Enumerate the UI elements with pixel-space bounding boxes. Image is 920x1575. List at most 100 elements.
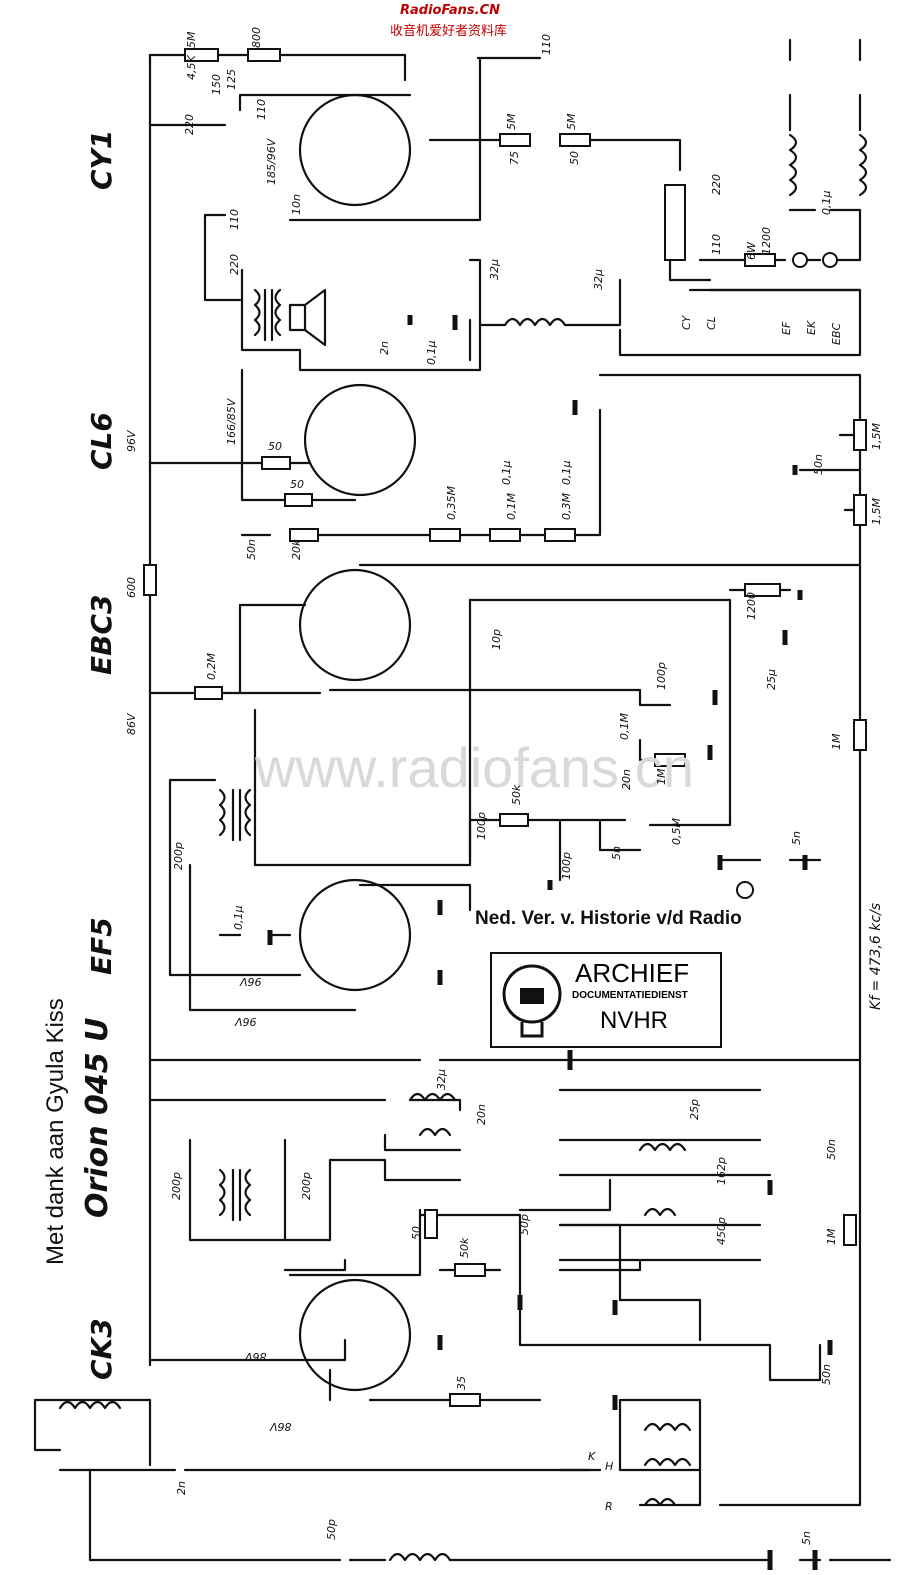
label-162p: 162p: [715, 1157, 728, 1185]
sw-wire: [428, 138, 682, 172]
if2-box: [188, 1138, 462, 1242]
label-5n-b: 5n: [790, 831, 803, 845]
ck3-anode: [283, 1138, 347, 1272]
label-0-1u: 0,1µ: [425, 340, 438, 366]
label-50p-a: 50p: [518, 1214, 531, 1235]
label-kf: Kf = 473,6 kc/s: [868, 902, 884, 1010]
label-supply-ef: EF: [780, 321, 793, 335]
feed-right: [598, 373, 862, 1487]
label-01u-a: 0,1µ: [500, 460, 513, 486]
label-32u-a: 32µ: [488, 259, 501, 280]
pilot-lamp-2: [822, 252, 838, 268]
label-03m: 0,3M: [560, 493, 573, 520]
label-1m-b: 1M: [830, 733, 843, 751]
label-50k: 50k: [510, 784, 523, 805]
tube-label-ck3: CK3: [85, 1318, 118, 1380]
tap-110-c: 110: [710, 234, 723, 255]
cl6-envelope: [303, 383, 417, 497]
rf-coil-2: [643, 1457, 692, 1467]
resistor-50-cl6b: [284, 493, 313, 507]
thanks-label: Met dank aan Gyula Kiss: [42, 998, 69, 1265]
label-5n-gnd: 5n: [800, 1531, 813, 1545]
label-1m-c: 1M: [825, 1228, 838, 1246]
label-5m-b: 5M: [565, 113, 578, 131]
label-sw-h: H: [605, 1460, 614, 1473]
label-20n: 20n: [620, 769, 633, 790]
resistor-1m-a: [654, 753, 686, 767]
label-200p-a: 200p: [172, 842, 185, 870]
voltage-86v: 86V: [125, 713, 138, 735]
label-r50: 50: [410, 1226, 423, 1240]
voltage-ck3-a: 86V: [245, 1350, 267, 1363]
tap-220: 220: [183, 114, 196, 135]
label-1200: 1200: [745, 592, 758, 620]
label-supply-ebc: EBC: [830, 322, 843, 345]
archive-doc: DOCUMENTATIEDIENST: [572, 990, 688, 1001]
resistor-5m-a: [499, 133, 531, 147]
label-01u-b: 0,1µ: [560, 460, 573, 486]
label-50n-d: 50n: [820, 1364, 833, 1385]
voltage-cl6-anode: 166/85V: [225, 398, 238, 445]
resistor-50-cl6: [261, 456, 291, 470]
ef5-envelope: [298, 878, 412, 992]
rf-coil-3: [643, 1497, 677, 1507]
r15m-wire: [798, 433, 862, 512]
label-50n-c: 50n: [825, 1139, 838, 1160]
tap-220-b: 220: [228, 254, 241, 275]
if-xfmr-2: [218, 1168, 252, 1222]
resistor-03m: [544, 528, 576, 542]
label-50-cl6b: 50: [290, 478, 304, 491]
osc-coil-1: [408, 1092, 457, 1102]
output-xfmr: [253, 288, 282, 342]
label-100p-c: 100p: [560, 852, 573, 880]
label-1200-heater: 1200: [760, 227, 773, 255]
label-50n: 50n: [245, 539, 258, 560]
resistor-5m-b: [559, 133, 591, 147]
voltage-cy1-anode: 185/96V: [265, 138, 278, 185]
label-200p-c: 200p: [300, 1172, 313, 1200]
resistor-01m: [489, 528, 521, 542]
voltage-ef5-g: 96V: [240, 975, 262, 988]
out-xfmr-wire: [203, 213, 302, 352]
resistor-1200: [744, 583, 781, 597]
label-supply-cl: CL: [705, 316, 718, 330]
choke-wire: [478, 278, 862, 357]
ck3-osc: [288, 1208, 522, 1302]
bottom-choke: [388, 1552, 452, 1562]
label-32u-b: 32µ: [592, 269, 605, 290]
label-supply-cy: CY: [680, 315, 693, 330]
tube-label-cl6: CL6: [85, 412, 118, 470]
osc-coil-4: [643, 1207, 677, 1217]
watermark: www.radiofans.cn: [255, 736, 694, 799]
label-01u-mains: 0,1µ: [820, 190, 833, 216]
resistor-1-5m-b: [853, 494, 867, 526]
label-5n-a: 5n: [610, 846, 623, 860]
ebc3-bus: [238, 603, 307, 695]
label-50-cl6: 50: [268, 440, 282, 453]
tap-125: 125: [225, 69, 238, 90]
resistor-800: [247, 48, 281, 62]
label-800: 800: [250, 27, 263, 48]
label-5m-a: 5M: [505, 113, 518, 131]
label-50n-b: 50n: [812, 454, 825, 475]
resistor-600: [143, 564, 157, 596]
archive-title: ARCHIEF: [575, 958, 690, 988]
site-subtitle: 收音机爱好者资料库: [390, 24, 508, 39]
ant-switch: [558, 1398, 702, 1507]
if-box: [168, 778, 357, 1012]
resistor-1m-c: [843, 1214, 857, 1246]
band-sw: [558, 1088, 772, 1262]
voltage-ef5-g2: 96V: [235, 1015, 257, 1028]
label-supply-ek: EK: [805, 320, 818, 335]
resistor-20k: [289, 528, 319, 542]
label-50k-b: 50k: [458, 1237, 471, 1258]
ant-coil: [58, 1400, 122, 1410]
archive-society: Ned. Ver. v. Historie v/d Radio: [475, 908, 742, 929]
resistor-1-5m-a: [853, 419, 867, 451]
tube-label-cy1: CY1: [85, 129, 118, 190]
heater-regulator: [664, 184, 686, 261]
tap-220-c: 220: [710, 174, 723, 195]
right-vert: [718, 1483, 862, 1507]
osc-coil-2: [418, 1127, 452, 1137]
ground-bars: [267, 315, 833, 1570]
